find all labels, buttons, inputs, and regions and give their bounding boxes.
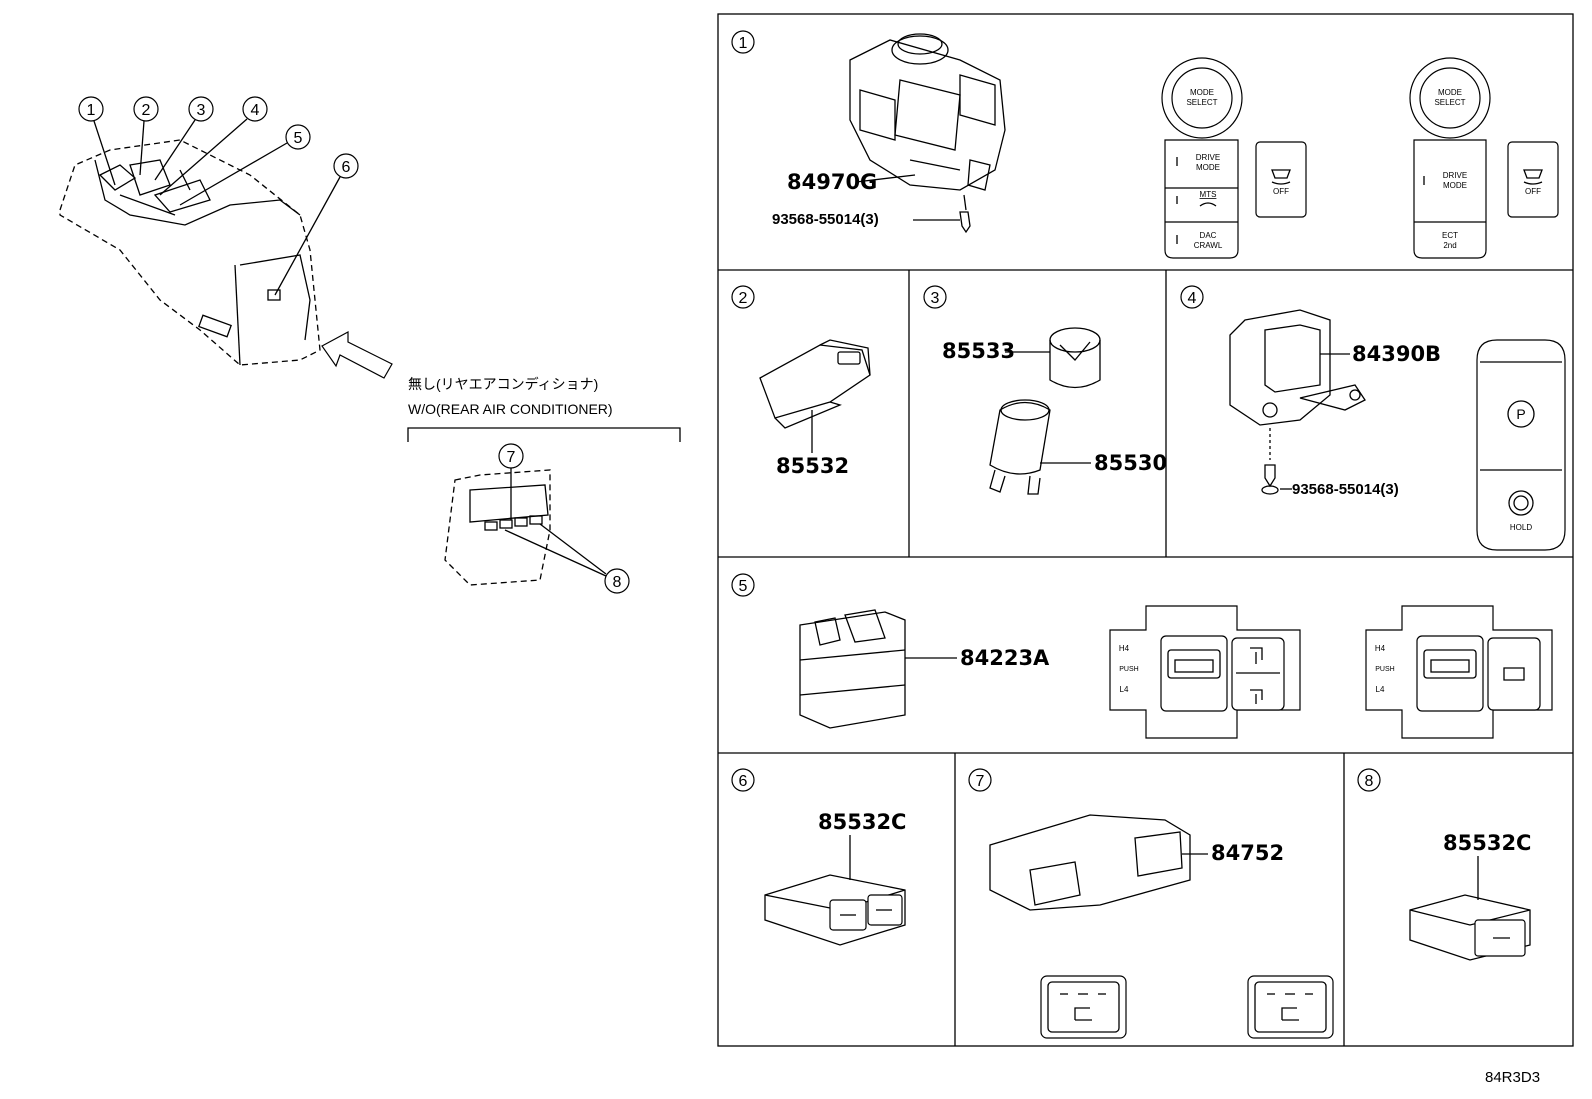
svg-text:3: 3 xyxy=(197,102,206,119)
mode-select-panel-a: MODE SELECT DRIVE MODE MTS DAC CRAWL OFF xyxy=(1161,57,1307,259)
svg-text:1: 1 xyxy=(87,102,96,119)
seat-heater-switch-b xyxy=(1247,975,1334,1039)
svg-text:OFF: OFF xyxy=(1273,187,1289,196)
svg-text:85532: 85532 xyxy=(776,454,849,478)
panel-6: 6 85532C xyxy=(731,768,906,946)
svg-text:H4: H4 xyxy=(1375,644,1386,653)
svg-text:2: 2 xyxy=(142,102,151,119)
svg-text:2: 2 xyxy=(739,290,748,307)
svg-text:2nd: 2nd xyxy=(1443,241,1456,250)
svg-text:OFF: OFF xyxy=(1525,187,1541,196)
svg-text:5: 5 xyxy=(294,130,303,147)
svg-text:MTS: MTS xyxy=(1200,190,1217,199)
svg-text:93568-55014(3): 93568-55014(3) xyxy=(1292,481,1399,498)
svg-text:PUSH: PUSH xyxy=(1375,666,1394,673)
svg-text:PUSH: PUSH xyxy=(1119,666,1138,673)
seat-heater-switch-a xyxy=(1040,975,1127,1039)
panel-3: 3 85533 85530 xyxy=(923,285,1167,495)
svg-text:5: 5 xyxy=(739,578,748,595)
svg-text:P: P xyxy=(1516,406,1525,422)
svg-text:3: 3 xyxy=(931,290,940,307)
panel-7: 7 84752 xyxy=(968,768,1334,1039)
overview-callout-1: 1 xyxy=(78,96,116,186)
svg-text:HOLD: HOLD xyxy=(1510,523,1532,532)
mode-select-panel-b: MODE SELECT DRIVE MODE ECT 2nd OFF xyxy=(1409,57,1559,259)
svg-text:ECT: ECT xyxy=(1442,231,1458,240)
svg-text:DRIVE: DRIVE xyxy=(1196,153,1220,162)
svg-text:SELECT: SELECT xyxy=(1186,98,1217,107)
svg-text:1: 1 xyxy=(739,35,748,52)
variant-label-jp: 無し(リヤエアコンディショナ) xyxy=(408,376,598,392)
svg-text:7: 7 xyxy=(507,449,516,466)
svg-text:7: 7 xyxy=(976,773,985,790)
svg-text:84970G: 84970G xyxy=(787,170,877,194)
svg-text:SELECT: SELECT xyxy=(1434,98,1465,107)
panel-1: 1 84970G 93568-55014(3) MODE SELECT DRIV… xyxy=(731,30,1559,259)
svg-text:MODE: MODE xyxy=(1190,88,1214,97)
svg-text:8: 8 xyxy=(613,574,622,591)
overview-callout-3: 3 xyxy=(154,96,214,181)
svg-text:4: 4 xyxy=(251,102,260,119)
svg-text:MODE: MODE xyxy=(1196,163,1220,172)
svg-text:DRIVE: DRIVE xyxy=(1443,171,1467,180)
svg-text:6: 6 xyxy=(739,773,748,790)
svg-text:85532C: 85532C xyxy=(1443,831,1531,855)
panel-2: 2 85532 xyxy=(731,285,871,478)
panel-5: 5 84223A H4 PUSH L4 H4 PUSH xyxy=(731,573,1553,739)
svg-text:84223A: 84223A xyxy=(960,646,1050,670)
svg-text:84390B: 84390B xyxy=(1352,342,1441,366)
svg-text:MODE: MODE xyxy=(1438,88,1462,97)
svg-text:85533: 85533 xyxy=(942,339,1015,363)
panel-4: 4 84390B 93568-55014(3) P HOLD xyxy=(1180,285,1566,551)
svg-text:85530: 85530 xyxy=(1094,451,1167,475)
transfer-switch-b: H4 PUSH L4 xyxy=(1365,605,1553,739)
overview-callout-8: 8 xyxy=(504,523,630,594)
svg-text:84752: 84752 xyxy=(1211,841,1284,865)
svg-text:6: 6 xyxy=(342,159,351,176)
overview-callout-4: 4 xyxy=(159,96,268,196)
diagram-code: 84R3D3 xyxy=(1485,1069,1540,1086)
overview-callout-5: 5 xyxy=(179,124,311,206)
svg-text:85532C: 85532C xyxy=(818,810,906,834)
svg-text:L4: L4 xyxy=(1120,685,1129,694)
parts-grid xyxy=(717,13,1574,1047)
svg-text:CRAWL: CRAWL xyxy=(1194,241,1223,250)
overview-callout-6: 6 xyxy=(274,153,359,296)
svg-text:L4: L4 xyxy=(1376,685,1385,694)
transfer-switch-a: H4 PUSH L4 xyxy=(1109,605,1301,739)
panel-8: 8 85532C xyxy=(1357,768,1531,961)
console-overview: 1 2 3 4 5 6 無し(リヤエアコンディショナ) W/O(REAR AIR… xyxy=(59,96,681,594)
svg-text:8: 8 xyxy=(1365,773,1374,790)
svg-text:4: 4 xyxy=(1188,290,1197,307)
overview-callout-7: 7 xyxy=(498,443,524,520)
overview-callout-2: 2 xyxy=(133,96,159,176)
svg-text:MODE: MODE xyxy=(1443,181,1467,190)
svg-text:H4: H4 xyxy=(1119,644,1130,653)
variant-label-en: W/O(REAR AIR CONDITIONER) xyxy=(408,401,613,417)
parking-hold-switch: P HOLD xyxy=(1476,339,1566,551)
svg-text:93568-55014(3): 93568-55014(3) xyxy=(772,211,879,228)
svg-text:DAC: DAC xyxy=(1200,231,1217,240)
